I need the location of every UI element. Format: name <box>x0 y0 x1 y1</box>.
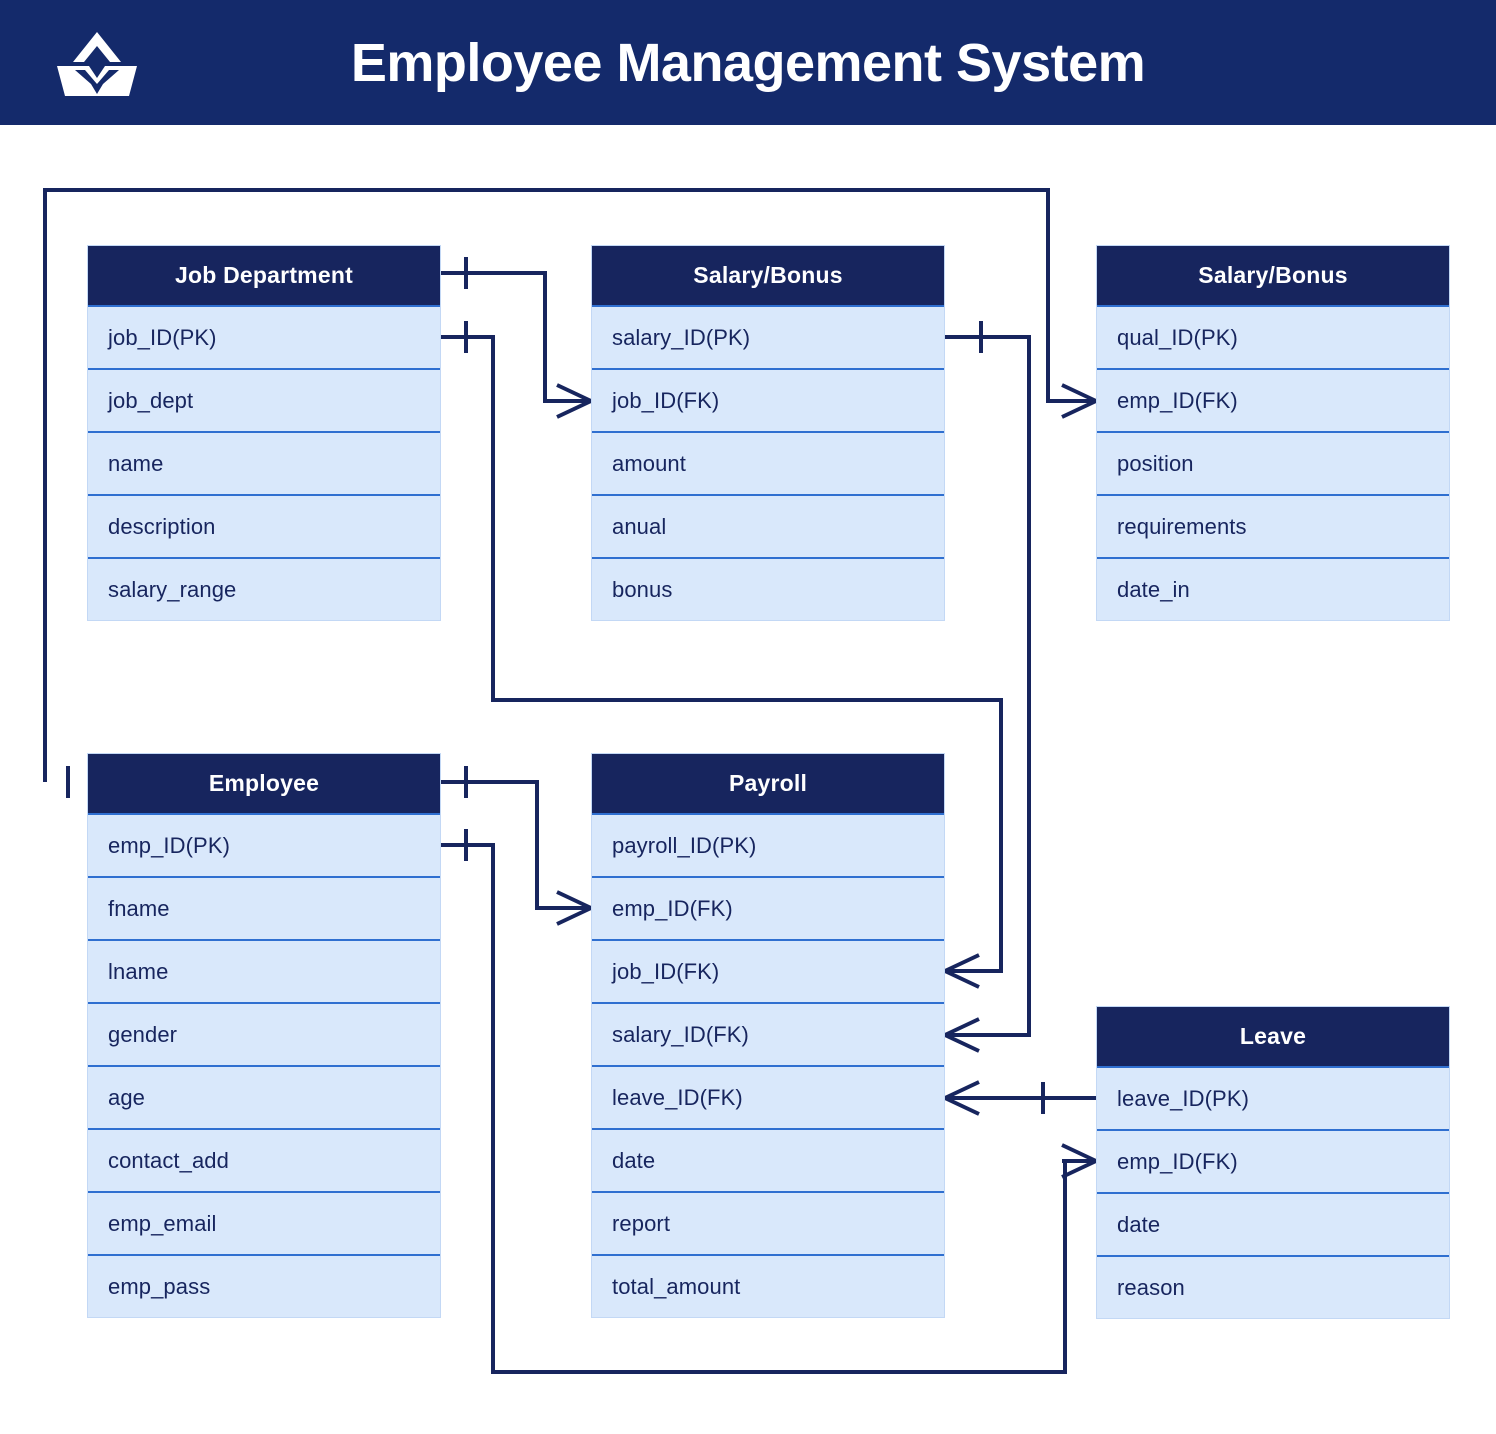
field-emp-id-fk: emp_ID(FK) <box>1097 1129 1449 1192</box>
field-leave-id-fk: leave_ID(FK) <box>592 1065 944 1128</box>
field-reason: reason <box>1097 1255 1449 1318</box>
entity-qualification[interactable]: Salary/Bonus qual_ID(PK) emp_ID(FK) posi… <box>1096 245 1450 621</box>
page-title: Employee Management System <box>350 32 1146 93</box>
field-job-id-fk: job_ID(FK) <box>592 939 944 1002</box>
field-age: age <box>88 1065 440 1128</box>
field-description: description <box>88 494 440 557</box>
field-job-dept: job_dept <box>88 368 440 431</box>
entity-employee[interactable]: Employee emp_ID(PK) fname lname gender a… <box>87 753 441 1318</box>
entity-title-payroll: Payroll <box>592 754 944 813</box>
field-emp-email: emp_email <box>88 1191 440 1254</box>
field-qual-id-pk: qual_ID(PK) <box>1097 305 1449 368</box>
field-job-id-pk: job_ID(PK) <box>88 305 440 368</box>
relationship-leave-to-payroll <box>944 1080 1096 1116</box>
entity-payroll[interactable]: Payroll payroll_ID(PK) emp_ID(FK) job_ID… <box>591 753 945 1318</box>
field-emp-id-fk: emp_ID(FK) <box>1097 368 1449 431</box>
field-bonus: bonus <box>592 557 944 620</box>
field-salary-range: salary_range <box>88 557 440 620</box>
entity-title-job-department: Job Department <box>88 246 440 305</box>
app-header: Employee Management System <box>0 0 1496 125</box>
entity-title-employee: Employee <box>88 754 440 813</box>
relationship-jobdept-to-salarybonus <box>441 257 592 419</box>
field-amount: amount <box>592 431 944 494</box>
entity-job-department[interactable]: Job Department job_ID(PK) job_dept name … <box>87 245 441 621</box>
field-lname: lname <box>88 939 440 1002</box>
field-salary-id-pk: salary_ID(PK) <box>592 305 944 368</box>
field-leave-id-pk: leave_ID(PK) <box>1097 1066 1449 1129</box>
entity-leave[interactable]: Leave leave_ID(PK) emp_ID(FK) date reaso… <box>1096 1006 1450 1319</box>
field-contact-add: contact_add <box>88 1128 440 1191</box>
entity-title-salary-bonus: Salary/Bonus <box>592 246 944 305</box>
field-total-amount: total_amount <box>592 1254 944 1317</box>
field-gender: gender <box>88 1002 440 1065</box>
relationship-employee-to-payroll <box>441 766 592 926</box>
field-name: name <box>88 431 440 494</box>
field-fname: fname <box>88 876 440 939</box>
field-emp-id-fk: emp_ID(FK) <box>592 876 944 939</box>
field-payroll-id-pk: payroll_ID(PK) <box>592 813 944 876</box>
field-job-id-fk: job_ID(FK) <box>592 368 944 431</box>
entity-salary-bonus[interactable]: Salary/Bonus salary_ID(PK) job_ID(FK) am… <box>591 245 945 621</box>
field-date-in: date_in <box>1097 557 1449 620</box>
field-emp-id-pk: emp_ID(PK) <box>88 813 440 876</box>
field-date: date <box>592 1128 944 1191</box>
field-requirements: requirements <box>1097 494 1449 557</box>
entity-title-qualification: Salary/Bonus <box>1097 246 1449 305</box>
relationship-salarybonus-to-payroll <box>944 321 1031 1053</box>
crown-logo-icon <box>48 24 146 102</box>
entity-title-leave: Leave <box>1097 1007 1449 1066</box>
field-anual: anual <box>592 494 944 557</box>
field-salary-id-fk: salary_ID(FK) <box>592 1002 944 1065</box>
field-position: position <box>1097 431 1449 494</box>
field-report: report <box>592 1191 944 1254</box>
field-emp-pass: emp_pass <box>88 1254 440 1317</box>
field-date: date <box>1097 1192 1449 1255</box>
